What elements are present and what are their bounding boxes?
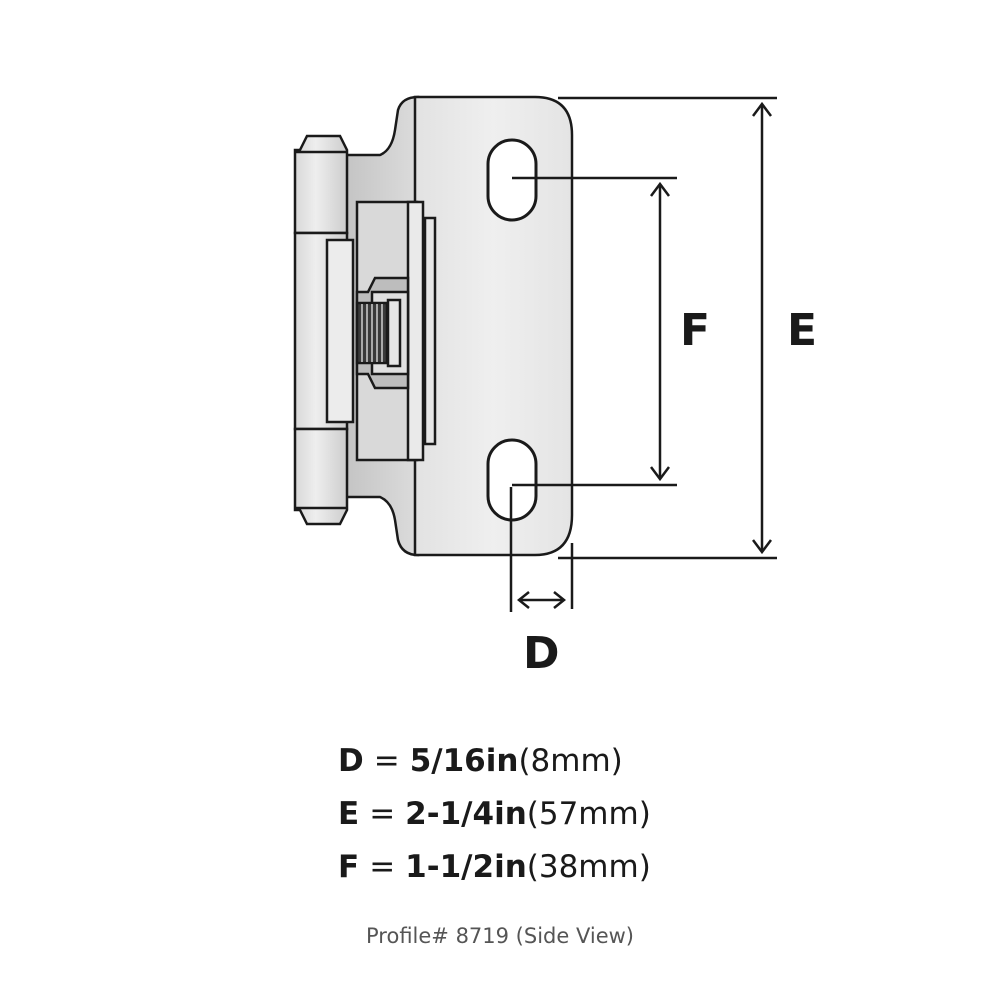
dimension-label-f: F xyxy=(680,305,711,356)
spec-letter: F xyxy=(338,849,360,885)
dimension-label-d: D xyxy=(523,628,560,679)
spec-imperial: 2-1/4in xyxy=(405,796,527,832)
dimension-label-e: E xyxy=(787,305,818,356)
bottom-knuckle xyxy=(293,427,349,526)
spec-letter: E xyxy=(338,796,360,832)
spec-imperial: 1-1/2in xyxy=(405,849,527,885)
spec-row-f: F=1-1/2in(38mm) xyxy=(338,841,738,894)
spec-letter: D xyxy=(338,743,364,779)
mounting-plate xyxy=(413,95,574,557)
spec-row-e: E=2-1/4in(57mm) xyxy=(338,788,738,841)
spec-equals: = xyxy=(369,796,396,832)
dimension-lines xyxy=(509,96,777,612)
dimension-specs: D=5/16in(8mm) E=2-1/4in(57mm) F=1-1/2in(… xyxy=(338,735,738,894)
spec-metric: (57mm) xyxy=(526,796,651,832)
hinge-body xyxy=(293,95,574,557)
spec-metric: (38mm) xyxy=(526,849,651,885)
hinge-diagram xyxy=(293,95,777,612)
spec-equals: = xyxy=(369,849,396,885)
top-mounting-slot xyxy=(486,138,538,222)
profile-caption: Profile# 8719 (Side View) xyxy=(366,924,634,948)
spec-imperial: 5/16in xyxy=(409,743,519,779)
spec-equals: = xyxy=(373,743,400,779)
top-knuckle xyxy=(293,134,349,235)
spec-row-d: D=5/16in(8mm) xyxy=(338,735,738,788)
spec-metric: (8mm) xyxy=(518,743,623,779)
